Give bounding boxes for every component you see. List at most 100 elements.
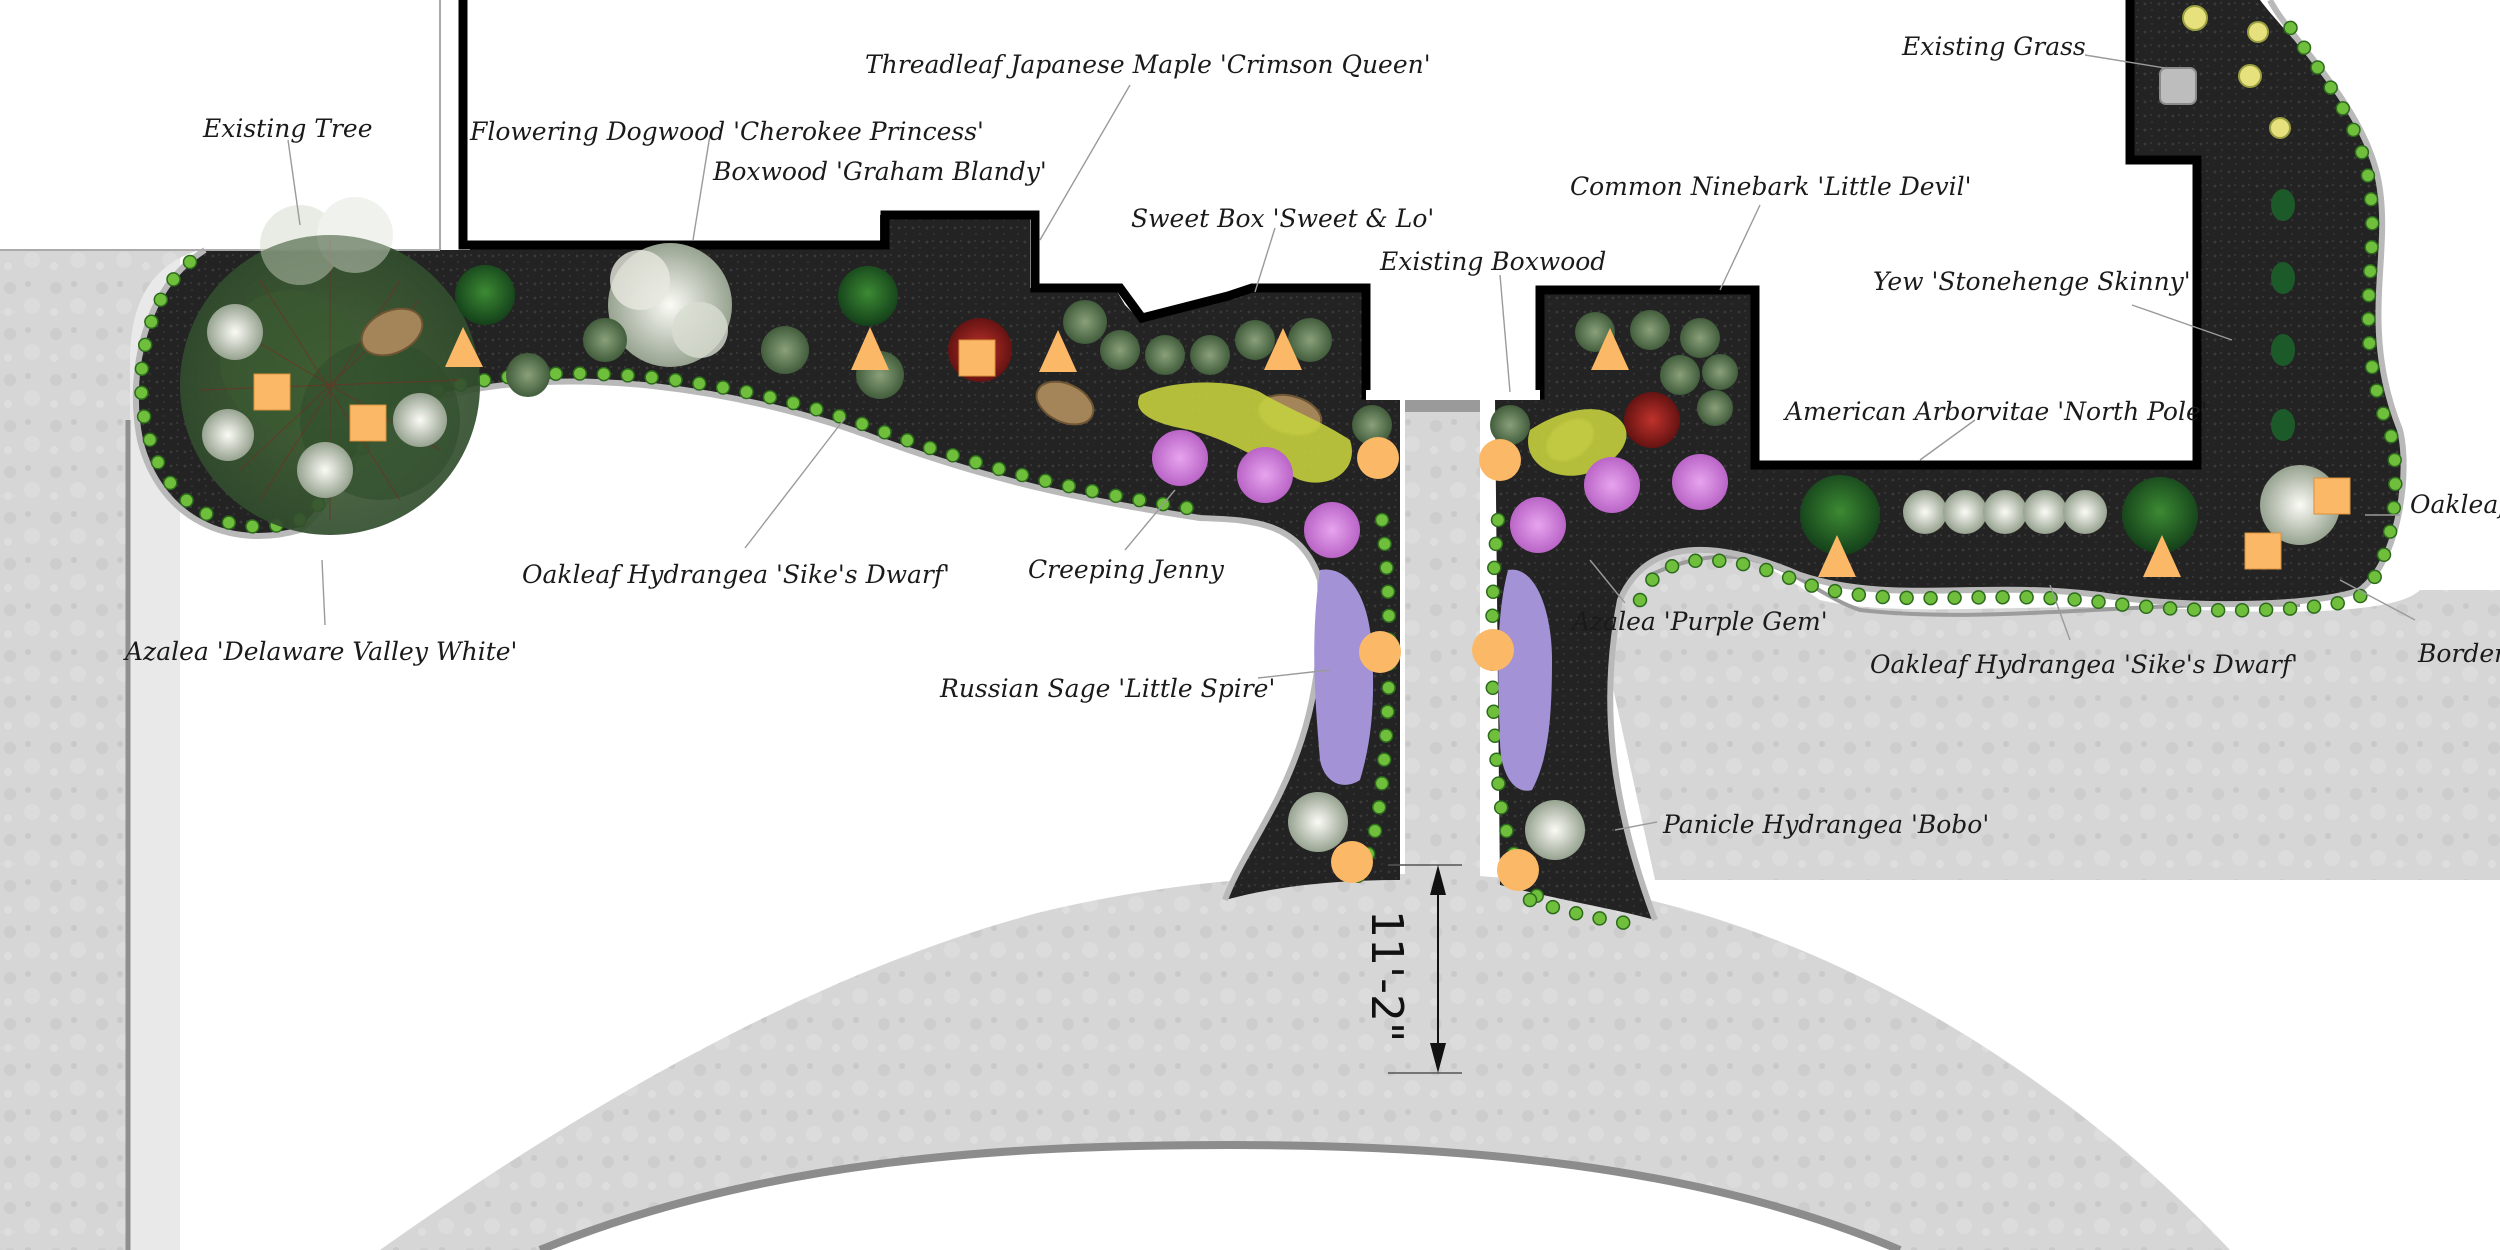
label-panicle-hydrangea: Panicle Hydrangea 'Bobo' [1662,810,1989,839]
border-plant [2376,547,2392,563]
grass-planter [2159,67,2197,105]
border-plant [144,314,159,330]
border-plant [142,432,158,448]
border-plant [692,376,707,391]
border-plant [182,254,198,270]
border-plant [2363,192,2379,207]
border-plant [1804,578,1819,593]
border-plant [2296,40,2312,56]
border-plant [945,448,961,463]
border-plant [2234,603,2250,618]
border-plant [1488,536,1504,552]
border-plant [1851,587,1867,603]
border-plant [2330,595,2345,611]
border-plant [2383,429,2399,444]
label-oakleaf-right: Oakleaf Hydrangea 'Sike's Dwarf' [1870,650,2298,679]
circle-marker [1479,439,1521,481]
border-plant [1374,512,1390,528]
border-plant [1381,680,1396,695]
border-plant [1486,704,1501,720]
border-plant [2138,599,2154,615]
triangle-marker [1264,328,1302,370]
border-plant [900,433,915,448]
border-plant [1947,590,1962,606]
border-plant [1367,823,1383,839]
border-plant [786,395,801,411]
border-plant [153,292,169,307]
label-arborvitae: American Arborvitae 'North Pole' [1783,397,2208,426]
border-plant [1014,467,1030,483]
border-plant [1688,553,1703,569]
border-plant [2323,80,2338,95]
boulder [1035,380,1095,426]
border-plant [1827,583,1843,599]
azalea-white-cluster [202,304,447,498]
border-plant [620,368,636,383]
border-plant [1485,584,1501,600]
existing-grass-clumps [2182,5,2291,139]
square-marker [2244,532,2282,570]
border-plant [2361,287,2377,303]
border-plant [2258,602,2274,618]
border-plant [1568,905,1584,921]
border-plant [2364,240,2379,255]
border-plant [2019,590,2034,605]
evergreen-shrubs [455,265,2198,555]
panicle-hydrangea [1288,792,1348,852]
leader-lines [287,54,2416,831]
russian-sage-drifts [1314,569,1552,791]
border-plant [2362,263,2378,279]
label-ninebark: Common Ninebark 'Little Devil' [1570,172,1972,201]
border-plant [1038,473,1053,489]
label-oakleaf-edge: Oakleaf [2410,490,2500,519]
border-plant [1485,680,1501,696]
border-plant [877,424,892,440]
border-plant [2362,335,2377,351]
label-existing-tree: Existing Tree [202,114,372,143]
plant-symbols [180,5,2340,860]
border-plant [1781,570,1797,585]
border-plant [166,272,181,287]
label-border-edge: Border [2417,639,2500,668]
border-plant [2283,20,2298,36]
border-plant [1615,915,1631,930]
triangle-marker [1039,330,1077,372]
border-plant [1485,608,1500,624]
border-plant [2364,359,2380,375]
border-plant [2282,601,2298,616]
border-plant [136,409,152,424]
border-plant [854,416,870,432]
border-plant [221,515,237,530]
border-plant [1371,800,1387,815]
square-marker [2313,477,2351,515]
label-existing-grass: Existing Grass [1901,32,2086,61]
label-existing-boxwood: Existing Boxwood [1379,247,1606,276]
key-markers [253,327,2351,891]
circle-marker [1472,629,1514,671]
plant-labels: Existing Tree Flowering Dogwood 'Cheroke… [123,32,2500,839]
border-plant [1084,483,1100,499]
walkway-dimension: 11'-2" [1361,864,1462,1074]
border-plant [2361,311,2376,327]
border-plant [1490,512,1506,528]
border-plant [2354,145,2370,160]
border-plant [1875,589,1890,605]
border-plant [739,384,754,400]
border-plant [150,455,166,470]
border-plant [2382,524,2398,539]
border-plant [1632,592,1648,608]
border-plant [1995,589,2010,605]
border-plant [2335,101,2351,116]
square-marker [349,404,387,442]
label-flowering-dogwood: Flowering Dogwood 'Cherokee Princess' [469,117,984,146]
border-plant [2386,500,2402,516]
border-plant [1132,492,1147,508]
border-plant [2186,602,2202,617]
circle-marker [1359,631,1401,673]
triangle-marker [2143,535,2181,577]
border-plant [2310,60,2325,75]
label-japanese-maple: Threadleaf Japanese Maple 'Crimson Queen… [865,50,1431,79]
walkway-dimension-text: 11'-2" [1361,910,1412,1042]
